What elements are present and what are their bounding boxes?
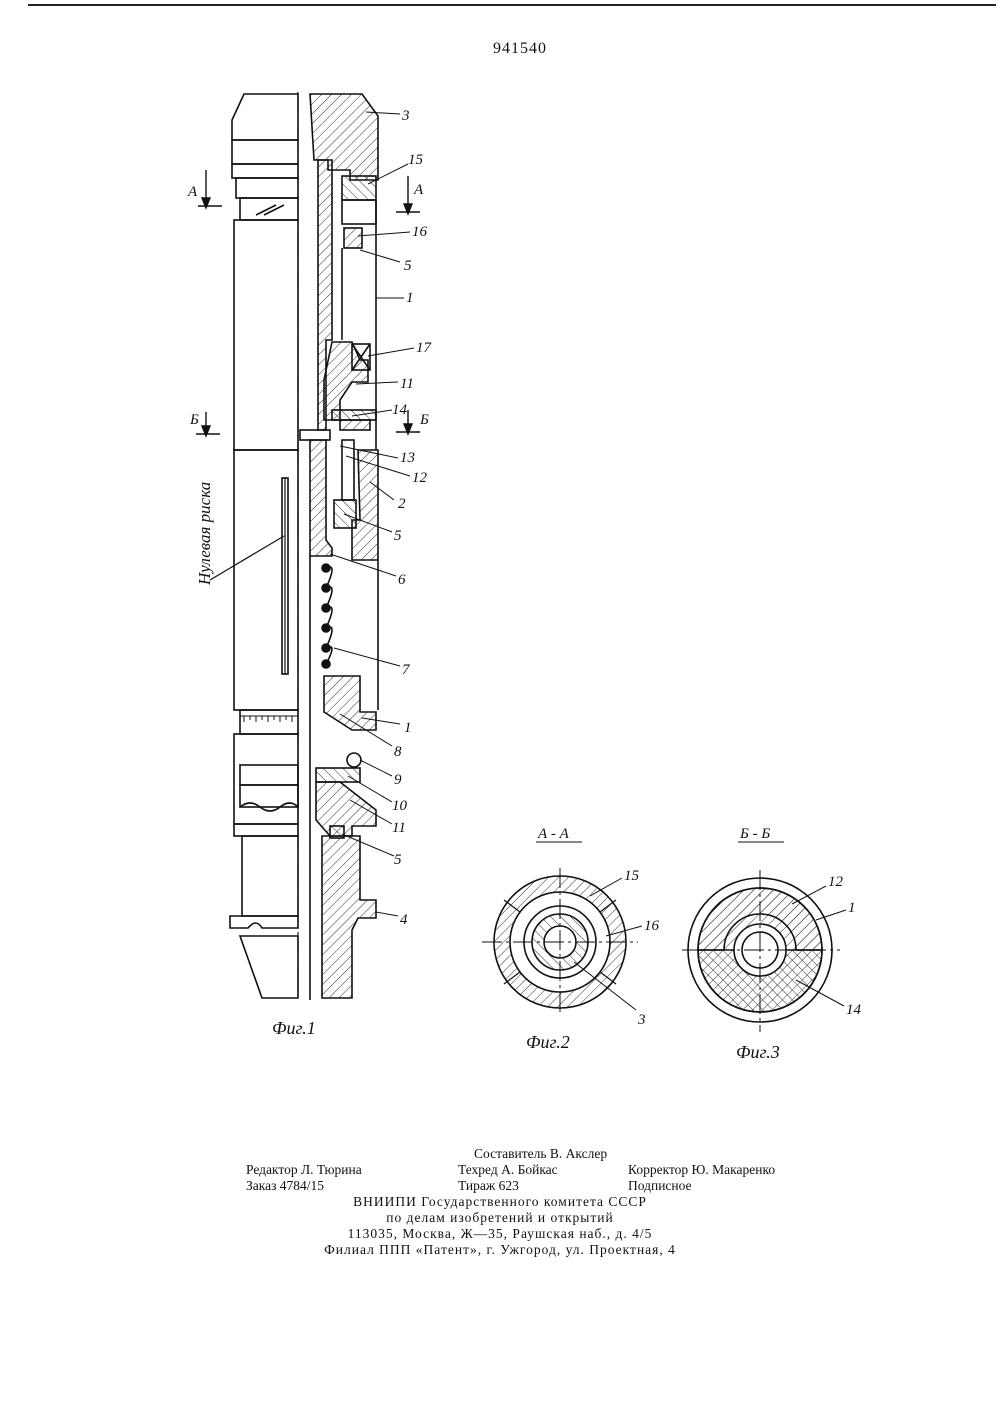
order: Заказ 4784/15: [246, 1178, 324, 1194]
fig1-section: [300, 94, 378, 1000]
fig2-section-aa: А - А: [482, 826, 642, 1016]
label-zero-mark: Нулевая риска: [195, 482, 214, 586]
label-11-top: 11: [400, 376, 414, 392]
label-16: 16: [412, 224, 428, 240]
label-5-bottom: 5: [394, 852, 402, 868]
label-14: 14: [392, 402, 408, 418]
subscription: Подписное: [628, 1178, 692, 1194]
zero-mark-slot: [210, 478, 288, 674]
technical-drawing: 3 15 А А 16 5 1 17 11 14 Б Б 13 12 2 5 6…: [0, 0, 1000, 1130]
fig3-label-1: 1: [848, 900, 856, 916]
label-15: 15: [408, 152, 424, 168]
label-7: 7: [402, 662, 411, 678]
label-1-top: 1: [406, 290, 414, 306]
fig1-caption: Фиг.1: [272, 1018, 316, 1038]
fig2-label-3: 3: [637, 1012, 646, 1028]
label-9: 9: [394, 772, 402, 788]
fig3-section-bb: Б - Б: [682, 826, 846, 1032]
techred: Техред А. Бойкас: [458, 1162, 558, 1178]
label-8: 8: [394, 744, 402, 760]
label-5-top: 5: [404, 258, 412, 274]
address: 113035, Москва, Ж—35, Раушская наб., д. …: [0, 1226, 1000, 1242]
fig3-caption: Фиг.3: [736, 1042, 780, 1062]
fig1-scale: [240, 716, 298, 722]
org-line-1: ВНИИПИ Государственного комитета СССР: [0, 1194, 1000, 1210]
label-12: 12: [412, 470, 428, 486]
editor: Редактор Л. Тюрина: [246, 1162, 362, 1178]
fig2-label-15: 15: [624, 868, 640, 884]
circulation: Тираж 623: [458, 1178, 519, 1194]
fig2-label-16: 16: [644, 918, 660, 934]
fig2-caption: Фиг.2: [526, 1032, 570, 1052]
compiler: Составитель В. Акслер: [474, 1146, 607, 1162]
fig2-title: А - А: [537, 826, 570, 842]
label-section-a-right: А: [413, 182, 424, 198]
label-5-mid: 5: [394, 528, 402, 544]
fig3-label-14: 14: [846, 1002, 862, 1018]
corrector: Корректор Ю. Макаренко: [628, 1162, 775, 1178]
branch: Филиал ППП «Патент», г. Ужгород, ул. Про…: [0, 1242, 1000, 1258]
label-4: 4: [400, 912, 408, 928]
label-section-a-left: А: [187, 184, 198, 200]
label-11-bottom: 11: [392, 820, 406, 836]
label-6: 6: [398, 572, 406, 588]
org-line-2: по делам изобретений и открытий: [0, 1210, 1000, 1226]
fig3-label-12: 12: [828, 874, 844, 890]
fig3-title: Б - Б: [739, 826, 770, 842]
label-17: 17: [416, 340, 433, 356]
fig1-cut-marks: [196, 170, 420, 436]
label-section-b-right: Б: [419, 412, 429, 428]
label-10: 10: [392, 798, 408, 814]
label-section-b-left: Б: [189, 412, 199, 428]
label-3: 3: [401, 108, 410, 124]
label-13: 13: [400, 450, 415, 466]
label-1-mid: 1: [404, 720, 412, 736]
label-2: 2: [398, 496, 406, 512]
